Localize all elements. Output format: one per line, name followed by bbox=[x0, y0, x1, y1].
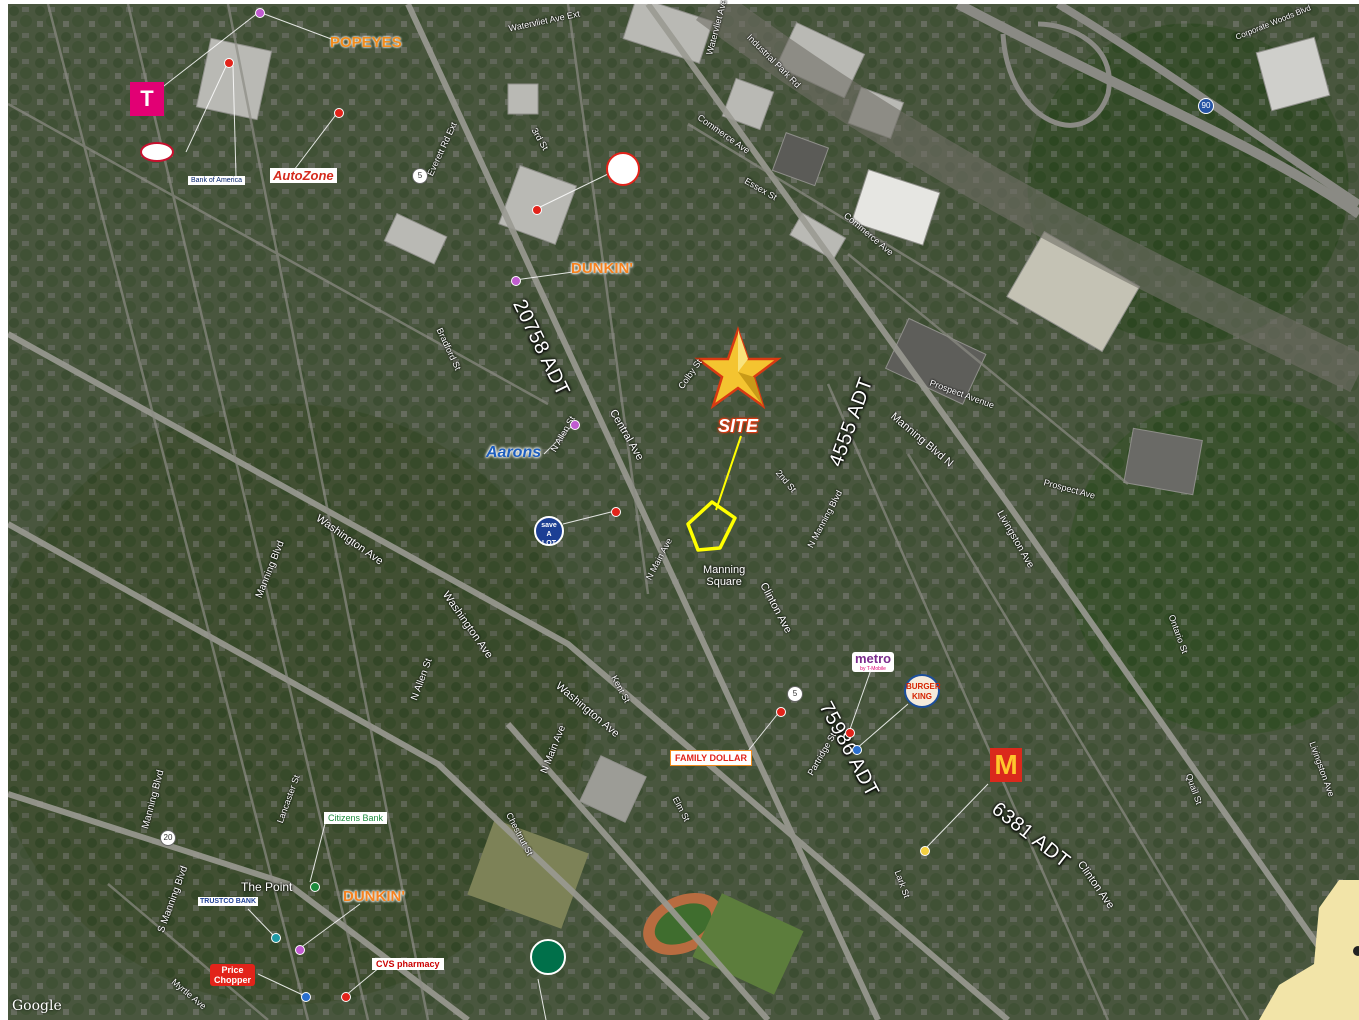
poi-leader-lines bbox=[159, 11, 989, 1020]
secondary-roads bbox=[8, 4, 1250, 1020]
poi-pin-icon[interactable] bbox=[532, 205, 542, 215]
site-parcel-outline bbox=[686, 500, 737, 552]
regional-bank-logo bbox=[140, 142, 174, 162]
save-a-lot-logo[interactable]: save A LOT bbox=[534, 516, 564, 547]
poi-pin-icon[interactable] bbox=[255, 8, 265, 18]
save-a-lot-text-2: A bbox=[546, 531, 552, 538]
corner-dot bbox=[1353, 946, 1359, 956]
cvs-pharmacy-logo[interactable]: CVS pharmacy bbox=[372, 958, 444, 970]
starbucks-logo-icon[interactable] bbox=[530, 939, 566, 975]
metro-text: metro bbox=[855, 651, 892, 666]
save-a-lot-text-3: LOT bbox=[542, 540, 556, 547]
bank-of-america-logo[interactable]: Bank of America bbox=[188, 176, 245, 185]
price-chopper-text-1: Price bbox=[221, 965, 244, 975]
trustco-bank-logo[interactable]: TRUSTCO BANK bbox=[198, 897, 258, 906]
map-attribution: Google bbox=[12, 998, 62, 1014]
poi-pin-icon[interactable] bbox=[310, 882, 320, 892]
poi-pin-icon[interactable] bbox=[920, 846, 930, 856]
citizens-bank-logo[interactable]: Citizens Bank bbox=[324, 812, 388, 824]
save-a-lot-text-1: save bbox=[541, 522, 557, 529]
place-manning-square: Manning Square bbox=[703, 564, 746, 588]
route-shield-icon: 90 bbox=[1198, 98, 1214, 114]
major-roads bbox=[8, 4, 1359, 1020]
place-the-point: The Point bbox=[241, 880, 293, 894]
poi-pin-icon[interactable] bbox=[334, 108, 344, 118]
poi-pin-icon[interactable] bbox=[852, 745, 862, 755]
poi-pin-icon[interactable] bbox=[845, 728, 855, 738]
poi-pin-icon[interactable] bbox=[776, 707, 786, 717]
mcdonalds-logo[interactable]: M bbox=[990, 748, 1022, 782]
site-star-icon bbox=[694, 326, 782, 410]
family-dollar-logo[interactable]: FAMILY DOLLAR bbox=[670, 750, 753, 766]
poi-pin-icon[interactable] bbox=[341, 992, 351, 1002]
route-shield-icon: 5 bbox=[787, 686, 803, 702]
poi-pin-icon[interactable] bbox=[511, 276, 521, 286]
popeyes-logo[interactable]: POPEYES bbox=[330, 34, 402, 51]
burger-king-logo[interactable]: BURGER KING bbox=[904, 674, 941, 708]
poi-pin-icon[interactable] bbox=[271, 933, 281, 943]
price-chopper-text-2: Chopper bbox=[214, 975, 251, 985]
burger-king-text-2: KING bbox=[912, 692, 932, 701]
poi-pin-icon[interactable] bbox=[611, 507, 621, 517]
vegetation-texture bbox=[8, 4, 1359, 1020]
tmobile-logo[interactable]: T bbox=[130, 82, 164, 116]
satellite-map[interactable]: SITE 20758 ADT 4555 ADT 75986 ADT 6381 A… bbox=[8, 0, 1359, 1020]
price-chopper-logo[interactable]: Price Chopper bbox=[210, 964, 255, 986]
poi-pin-icon[interactable] bbox=[301, 992, 311, 1002]
site-label: SITE bbox=[718, 416, 759, 436]
autozone-logo[interactable]: AutoZone bbox=[270, 168, 337, 183]
shoprite-logo-icon bbox=[606, 152, 640, 186]
aarons-logo[interactable]: Aarons bbox=[486, 444, 542, 461]
poi-pin-icon[interactable] bbox=[295, 945, 305, 955]
poi-pin-icon[interactable] bbox=[224, 58, 234, 68]
highway-corridor bbox=[696, 4, 1359, 393]
map-roads-svg bbox=[8, 4, 1359, 1020]
metro-subtext: by T-Mobile bbox=[860, 666, 886, 672]
route-shield-icon: 5 bbox=[412, 168, 428, 184]
dunkin-logo-north[interactable]: DUNKIN' bbox=[571, 260, 633, 277]
dunkin-logo-south[interactable]: DUNKIN' bbox=[343, 888, 405, 905]
site-leader-line bbox=[715, 435, 742, 511]
route-shield-icon: 20 bbox=[160, 830, 176, 846]
metro-logo[interactable]: metro by T-Mobile bbox=[852, 651, 895, 672]
burger-king-text-1: BURGER bbox=[906, 682, 941, 691]
poi-pin-icon[interactable] bbox=[570, 420, 580, 430]
